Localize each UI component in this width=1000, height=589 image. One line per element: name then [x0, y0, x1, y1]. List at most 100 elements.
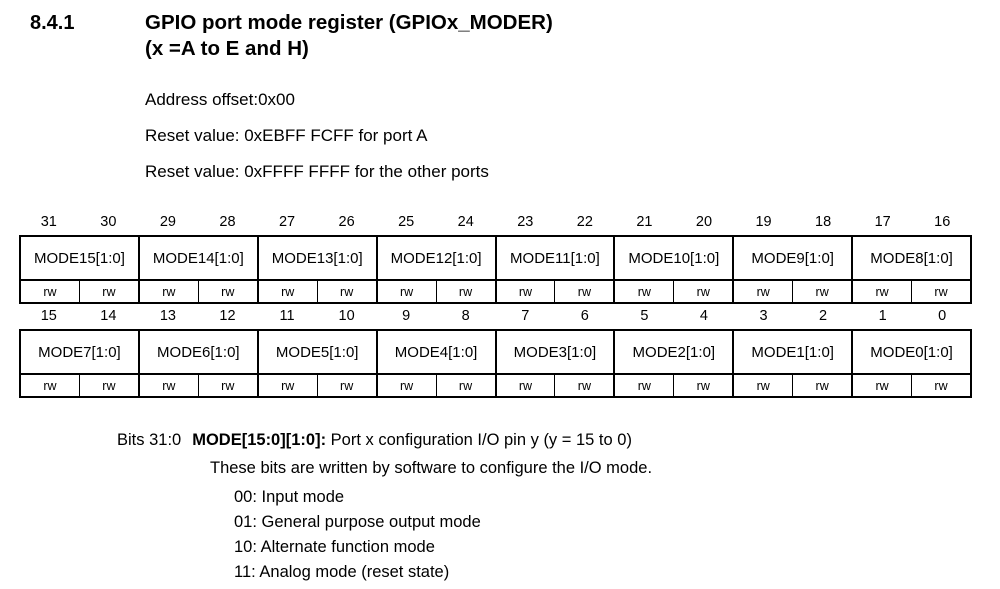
access-group: rw rw — [21, 375, 140, 396]
access-group: rw rw — [378, 375, 497, 396]
bit-number: 17 — [874, 214, 891, 230]
access-cell: rw — [615, 281, 675, 302]
access-cell: rw — [853, 281, 913, 302]
access-group: rw rw — [615, 375, 735, 396]
bit-number: 27 — [278, 214, 296, 230]
access-cell: rw — [259, 375, 318, 396]
access-cell: rw — [734, 375, 794, 396]
access-cell: rw — [340, 284, 354, 299]
register-field: MODE8[1:0] — [870, 249, 953, 267]
address-offset-line: Address offset:0x00 — [145, 90, 295, 109]
access-cell: rw — [696, 378, 710, 393]
register-map-row-low: 15 14 13 12 11 10 9 8 7 6 5 4 3 2 1 0 MO… — [19, 304, 972, 398]
register-field: MODE11[1:0] — [497, 237, 616, 279]
access-cell: rw — [102, 378, 116, 393]
access-cell: rw — [21, 281, 80, 302]
bit-number: 16 — [934, 214, 951, 230]
register-table-low: MODE7[1:0] MODE6[1:0] MODE5[1:0] MODE4[1… — [19, 329, 972, 398]
register-field: MODE5[1:0] — [259, 331, 378, 373]
bit-number: 22 — [576, 214, 593, 230]
register-table-high: MODE15[1:0] MODE14[1:0] MODE13[1:0] MODE… — [19, 235, 972, 304]
access-group: rw rw — [140, 281, 259, 302]
mode-option: 11: Analog mode (reset state) — [234, 563, 450, 581]
mode-value-list: 00: Input mode 01: General purpose outpu… — [234, 485, 977, 585]
access-cell: rw — [815, 378, 829, 393]
access-cell: rw — [497, 281, 556, 302]
bit-number: 18 — [815, 214, 832, 230]
access-cell: rw — [140, 375, 199, 396]
register-field: MODE7[1:0] — [21, 331, 140, 373]
register-field: MODE14[1:0] — [140, 237, 259, 279]
register-field: MODE1[1:0] — [734, 331, 854, 373]
bit-field-name: MODE[15:0][1:0]: — [192, 431, 327, 449]
bit-description-summary: These bits are written by software to co… — [210, 459, 653, 477]
register-field: MODE2[1:0] — [615, 331, 735, 373]
access-group: rw rw — [259, 281, 378, 302]
access-row: rw rw rw rw rw rw rw rw rw rw rw rw — [21, 279, 970, 302]
bit-number: 30 — [100, 214, 117, 230]
register-field: MODE9[1:0] — [734, 237, 854, 279]
register-field: MODE0[1:0] — [870, 343, 953, 361]
bit-number: 15 — [40, 308, 57, 324]
bit-number: 28 — [219, 214, 236, 230]
bit-number: 0 — [938, 308, 947, 324]
access-cell: rw — [853, 375, 913, 396]
bit-field-description: Port x configuration I/O pin y (y = 15 t… — [330, 431, 632, 449]
field-name-row: MODE15[1:0] MODE14[1:0] MODE13[1:0] MODE… — [21, 237, 970, 279]
access-group: rw rw — [497, 281, 616, 302]
mode-option: 10: Alternate function mode — [234, 538, 435, 556]
bit-number: 6 — [580, 308, 589, 324]
bit-number: 20 — [695, 214, 713, 230]
bit-number: 19 — [755, 214, 772, 230]
field-name-row: MODE7[1:0] MODE6[1:0] MODE5[1:0] MODE4[1… — [21, 331, 970, 373]
bit-number: 14 — [100, 308, 117, 324]
register-field: MODE15[1:0] — [21, 237, 140, 279]
mode-option: 00: Input mode — [234, 488, 345, 506]
access-cell: rw — [815, 284, 829, 299]
bit-number: 23 — [517, 214, 534, 230]
access-group: rw rw — [853, 281, 970, 302]
register-field: MODE6[1:0] — [140, 331, 259, 373]
access-cell: rw — [934, 378, 948, 393]
access-cell: rw — [615, 375, 675, 396]
access-cell: rw — [934, 284, 948, 299]
access-cell: rw — [458, 284, 473, 299]
bit-number: 12 — [219, 308, 236, 324]
bit-number: 26 — [338, 214, 355, 230]
access-cell: rw — [378, 281, 437, 302]
bit-number: 9 — [402, 308, 411, 324]
access-group: rw rw — [734, 375, 854, 396]
reset-value-other-ports-line: Reset value: 0xFFFF FFFF for the other p… — [145, 162, 489, 181]
register-heading: 8.4.1 GPIO port mode register (GPIOx_MOD… — [0, 8, 1000, 68]
access-group: rw rw — [378, 281, 497, 302]
register-field: MODE12[1:0] — [378, 237, 497, 279]
bit-number-row: 15 14 13 12 11 10 9 8 7 6 5 4 3 2 1 0 — [19, 304, 972, 329]
access-group: rw rw — [734, 281, 854, 302]
access-group: rw rw — [140, 375, 259, 396]
bit-number: 25 — [398, 214, 415, 230]
register-field: MODE4[1:0] — [378, 331, 497, 373]
section-title-line-2: (x =A to E and H) — [145, 37, 309, 60]
access-cell: rw — [340, 378, 354, 393]
register-map-row-high: 31 30 29 28 27 26 25 24 23 22 21 20 19 1… — [19, 210, 972, 304]
bit-number: 2 — [819, 308, 828, 324]
access-cell: rw — [221, 284, 235, 299]
bit-number: 8 — [461, 308, 470, 324]
bit-number: 5 — [640, 308, 649, 324]
bit-number: 1 — [878, 308, 887, 324]
bit-number: 4 — [699, 308, 708, 324]
section-number: 8.4.1 — [30, 12, 75, 34]
access-cell: rw — [221, 378, 235, 393]
access-group: rw rw — [853, 375, 970, 396]
access-cell: rw — [140, 281, 199, 302]
access-cell: rw — [378, 375, 437, 396]
bit-number: 24 — [457, 214, 474, 230]
access-cell: rw — [696, 284, 710, 299]
access-cell: rw — [497, 375, 556, 396]
bit-number: 7 — [521, 308, 530, 324]
bit-number: 3 — [759, 308, 768, 324]
access-cell: rw — [102, 284, 116, 299]
access-cell: rw — [577, 378, 591, 393]
reset-value-port-a-line: Reset value: 0xEBFF FCFF for port A — [145, 126, 428, 145]
